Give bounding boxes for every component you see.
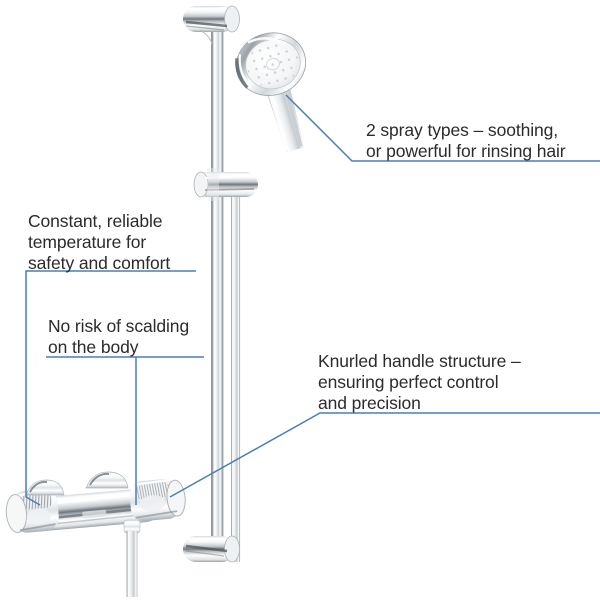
callout-constant-temperature: Constant, reliable temperature for safet…	[28, 211, 171, 273]
thermostat-temperature-handle	[5, 489, 59, 533]
valve-wall-connectors	[25, 471, 129, 496]
leader-knurled-handle	[169, 412, 600, 498]
shower-hose	[231, 190, 241, 562]
thermostatic-mixer-valve	[5, 471, 186, 597]
leader-constant-temperature	[25, 270, 196, 506]
hand-shower	[235, 32, 307, 153]
mid-rail-slider-bracket	[193, 168, 258, 201]
hand-shower-head	[235, 32, 307, 96]
knurled-flow-handle	[129, 478, 186, 522]
callout-no-scalding: No risk of scalding on the body	[48, 316, 190, 357]
callout-knurled-handle: Knurled handle structure – ensuring perf…	[318, 351, 521, 413]
top-rail-bracket	[183, 5, 240, 45]
bottom-rail-bracket	[183, 535, 240, 563]
leader-spray-types	[285, 94, 600, 162]
hose-outlet-connector	[123, 519, 141, 597]
shower-head-handle	[266, 83, 305, 153]
leader-no-scalding	[46, 356, 204, 505]
callout-spray-types: 2 spray types – soothing, or powerful fo…	[366, 120, 566, 161]
shower-rail	[211, 24, 224, 560]
